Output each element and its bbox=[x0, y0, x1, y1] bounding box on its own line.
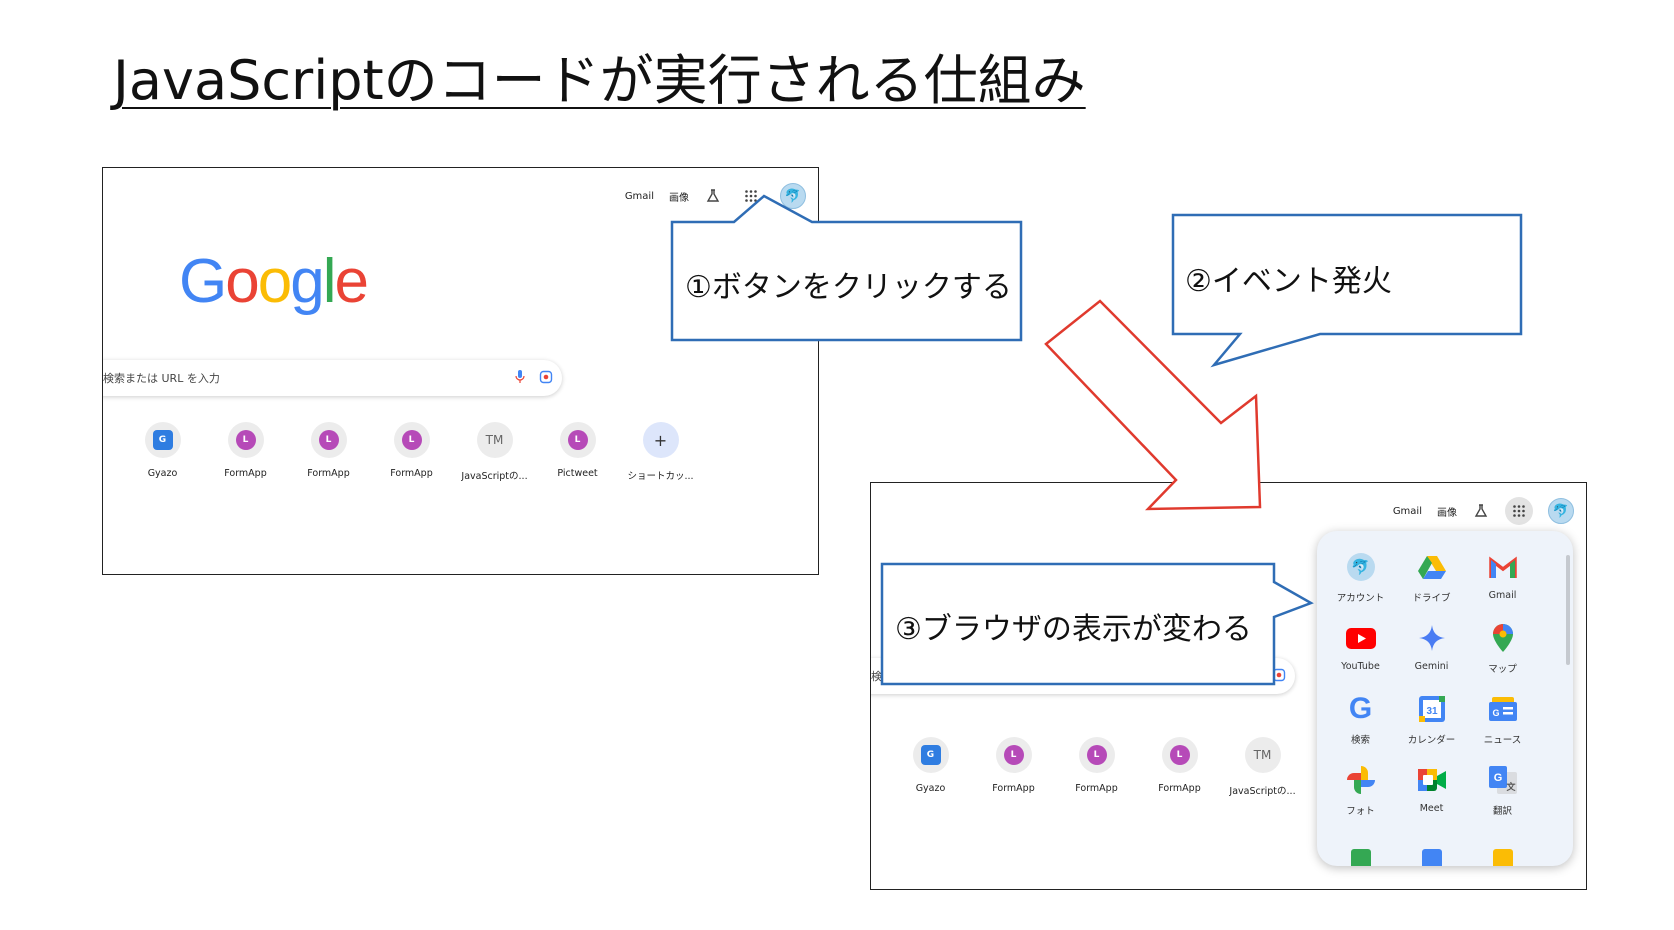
callout-step3-text: ③ブラウザの表示が変わる bbox=[895, 612, 1252, 647]
letter-l-icon: L bbox=[567, 430, 588, 450]
shortcut-formapp-3[interactable]: L FormApp bbox=[1138, 737, 1221, 797]
photos-pinwheel-icon bbox=[1345, 764, 1377, 796]
gyazo-icon: G bbox=[920, 745, 941, 765]
search-input[interactable]: 検索または URL を入力 bbox=[103, 372, 220, 385]
app-maps[interactable]: マップ bbox=[1467, 622, 1538, 675]
app-youtube[interactable]: YouTube bbox=[1325, 622, 1396, 675]
images-link[interactable]: 画像 bbox=[1437, 507, 1457, 519]
letter-l-icon: L bbox=[318, 430, 339, 450]
letter-l-icon: L bbox=[1169, 745, 1190, 765]
maps-pin-icon bbox=[1487, 622, 1519, 654]
account-avatar-icon: 🐬 bbox=[1345, 551, 1377, 583]
app-photos[interactable]: フォト bbox=[1325, 764, 1396, 817]
gemini-sparkle-icon bbox=[1416, 622, 1448, 654]
slide-title: JavaScriptのコードが実行される仕組み bbox=[113, 49, 1086, 112]
more-apps-row bbox=[1325, 849, 1538, 866]
app-gmail[interactable]: Gmail bbox=[1467, 551, 1538, 604]
plus-icon: + bbox=[653, 430, 668, 450]
gyazo-icon: G bbox=[152, 430, 173, 450]
meet-video-icon bbox=[1416, 764, 1448, 796]
tm-icon: TM bbox=[1253, 748, 1272, 762]
shortcuts-row: G Gyazo L FormApp L FormApp L FormApp TM… bbox=[121, 422, 702, 482]
callout-step1-text: ①ボタンをクリックする bbox=[685, 270, 1012, 305]
account-avatar[interactable]: 🐬 bbox=[780, 183, 806, 209]
voice-search-icon[interactable] bbox=[1243, 667, 1263, 685]
app-gemini[interactable]: Gemini bbox=[1396, 622, 1467, 675]
app-meet[interactable]: Meet bbox=[1396, 764, 1467, 817]
google-apps-panel: 🐬 アカウント ドライブ Gmail YouTube bbox=[1317, 531, 1573, 866]
gmail-link[interactable]: Gmail bbox=[624, 190, 654, 202]
svg-text:文: 文 bbox=[1505, 781, 1516, 793]
slides-icon[interactable] bbox=[1492, 849, 1513, 866]
app-account[interactable]: 🐬 アカウント bbox=[1325, 551, 1396, 604]
youtube-icon bbox=[1345, 622, 1377, 654]
calendar-icon: 31 bbox=[1416, 693, 1448, 725]
shortcut-pictweet[interactable]: L Pictweet bbox=[536, 422, 619, 482]
shortcut-formapp-1[interactable]: L FormApp bbox=[972, 737, 1055, 797]
shortcut-add[interactable]: + ショートカッ... bbox=[619, 422, 702, 482]
search-input[interactable]: 検索または URL を入力 bbox=[871, 670, 988, 683]
browser-after: Gmail 画像 🐬 検索または URL を入力 G Gyazo L bbox=[870, 482, 1587, 890]
panel-scrollbar[interactable] bbox=[1566, 555, 1570, 665]
shortcut-javascript[interactable]: TM JavaScriptの... bbox=[1221, 737, 1304, 797]
gmail-link[interactable]: Gmail bbox=[1392, 505, 1422, 517]
arrow-shape bbox=[1044, 299, 1262, 511]
shortcut-gyazo[interactable]: G Gyazo bbox=[121, 422, 204, 482]
drive-icon bbox=[1416, 551, 1448, 583]
svg-text:G: G bbox=[1493, 772, 1502, 784]
lens-search-icon[interactable] bbox=[536, 370, 556, 387]
search-box[interactable]: 検索または URL を入力 bbox=[871, 658, 1295, 694]
callout-step2-text: ②イベント発火 bbox=[1185, 264, 1392, 299]
app-search[interactable]: G 検索 bbox=[1325, 692, 1396, 746]
voice-search-icon[interactable] bbox=[510, 369, 530, 387]
shortcut-formapp-1[interactable]: L FormApp bbox=[204, 422, 287, 482]
google-apps-icon[interactable] bbox=[737, 182, 765, 210]
app-news[interactable]: G ニュース bbox=[1467, 693, 1538, 746]
lens-search-icon[interactable] bbox=[1269, 668, 1289, 685]
tm-icon: TM bbox=[485, 433, 504, 447]
shortcut-formapp-3[interactable]: L FormApp bbox=[370, 422, 453, 482]
app-calendar[interactable]: 31 カレンダー bbox=[1396, 693, 1467, 746]
labs-flask-icon[interactable] bbox=[704, 187, 722, 205]
google-logo: Google bbox=[179, 247, 369, 316]
letter-l-icon: L bbox=[1003, 745, 1024, 765]
news-icon: G bbox=[1487, 693, 1519, 725]
top-bar: Gmail 画像 🐬 bbox=[625, 182, 806, 210]
browser-before: Gmail 画像 🐬 Google 検索または URL を入力 G Gyazo bbox=[102, 167, 819, 575]
google-apps-icon[interactable] bbox=[1505, 497, 1533, 525]
images-link[interactable]: 画像 bbox=[669, 192, 689, 204]
letter-l-icon: L bbox=[1086, 745, 1107, 765]
letter-l-icon: L bbox=[401, 430, 422, 450]
docs-icon[interactable] bbox=[1421, 849, 1442, 866]
svg-text:G: G bbox=[1492, 708, 1499, 718]
search-box[interactable]: 検索または URL を入力 bbox=[103, 360, 562, 396]
app-drive[interactable]: ドライブ bbox=[1396, 551, 1467, 604]
letter-l-icon: L bbox=[235, 430, 256, 450]
svg-text:31: 31 bbox=[1426, 706, 1438, 717]
shortcut-gyazo[interactable]: G Gyazo bbox=[889, 737, 972, 797]
sheets-icon[interactable] bbox=[1350, 849, 1371, 866]
labs-flask-icon[interactable] bbox=[1472, 502, 1490, 520]
shortcuts-row: G Gyazo L FormApp L FormApp L FormApp TM… bbox=[889, 737, 1304, 797]
top-bar: Gmail 画像 🐬 bbox=[1393, 497, 1574, 525]
shortcut-javascript[interactable]: TM JavaScriptの... bbox=[453, 422, 536, 482]
shortcut-formapp-2[interactable]: L FormApp bbox=[1055, 737, 1138, 797]
account-avatar[interactable]: 🐬 bbox=[1548, 498, 1574, 524]
shortcut-formapp-2[interactable]: L FormApp bbox=[287, 422, 370, 482]
google-g-icon: G bbox=[1348, 692, 1373, 725]
gmail-icon bbox=[1487, 551, 1519, 583]
